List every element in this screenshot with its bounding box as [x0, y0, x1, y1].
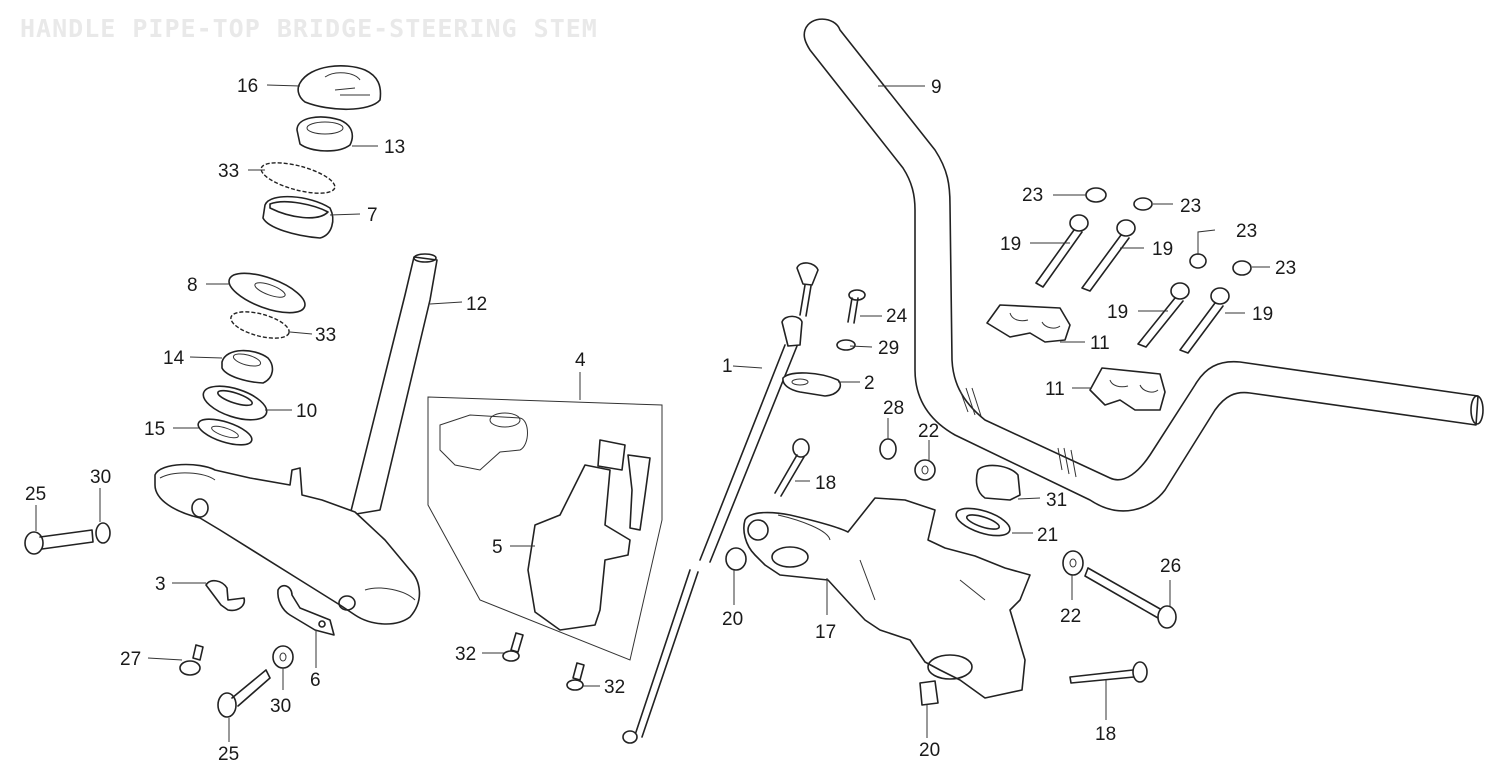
label-12: 12 [466, 294, 487, 315]
label-13: 13 [384, 137, 405, 158]
label-15: 15 [144, 419, 165, 440]
label-19c: 19 [1107, 302, 1128, 323]
part-30-washer-left[interactable] [95, 522, 111, 544]
label-26: 26 [1160, 556, 1181, 577]
label-19a: 19 [1000, 234, 1021, 255]
part-26-bolt-right[interactable] [1084, 567, 1177, 629]
label-23a: 23 [1022, 185, 1043, 206]
label-23c: 23 [1236, 221, 1257, 242]
part-5-combination-switch[interactable] [527, 439, 651, 631]
part-23-cap-1[interactable] [1085, 187, 1107, 203]
part-2-cable-holder[interactable] [782, 372, 842, 397]
part-27-screw[interactable] [179, 644, 204, 676]
diagram-title: HANDLE PIPE-TOP BRIDGE-STEERING STEM [20, 14, 598, 43]
part-25-bolt-left[interactable] [24, 529, 94, 555]
callout-labels: 16 13 33 7 8 33 14 10 15 12 25 30 3 27 6… [25, 76, 1296, 765]
label-19d: 19 [1252, 304, 1273, 325]
part-19-bolt-1[interactable] [1035, 214, 1089, 288]
label-16: 16 [237, 76, 258, 97]
label-25a: 25 [25, 484, 46, 505]
part-33-steel-balls-upper[interactable] [258, 157, 338, 200]
part-4-switch-housing[interactable] [439, 412, 528, 471]
label-9: 9 [931, 77, 942, 98]
label-30b: 30 [270, 696, 291, 717]
part-28-nut[interactable] [879, 438, 897, 460]
part-9-handle-pipe[interactable] [803, 18, 1484, 512]
part-4-switch-set-frame[interactable] [427, 396, 663, 661]
part-16-stem-nut[interactable] [297, 65, 382, 111]
part-15-washer[interactable] [195, 414, 254, 450]
label-7: 7 [367, 205, 378, 226]
label-25b: 25 [218, 744, 239, 765]
label-32b: 32 [604, 677, 625, 698]
label-20b: 20 [919, 740, 940, 761]
label-18b: 18 [1095, 724, 1116, 745]
part-22-washer-center[interactable] [914, 459, 936, 481]
part-6-stay[interactable] [277, 584, 335, 636]
part-14-bottom-cone-race[interactable] [221, 349, 274, 384]
part-13-top-cone-race[interactable] [296, 116, 354, 152]
part-29-washer-small[interactable] [836, 339, 856, 351]
part-7-top-ball-race[interactable] [262, 195, 334, 239]
part-24-bolt-small[interactable] [847, 289, 866, 324]
label-22b: 22 [1060, 606, 1081, 627]
part-18-bolt-center[interactable] [774, 438, 810, 497]
label-14: 14 [163, 348, 185, 369]
part-23-cap-2[interactable] [1133, 197, 1153, 211]
label-23d: 23 [1275, 258, 1296, 279]
part-10-bottom-ball-race[interactable] [199, 379, 270, 426]
label-27: 27 [120, 649, 141, 670]
label-10: 10 [296, 401, 317, 422]
label-4: 4 [575, 350, 586, 371]
part-20-nut-bottom[interactable] [919, 680, 939, 706]
label-3: 3 [155, 574, 166, 595]
label-11b: 11 [1045, 379, 1065, 400]
label-32a: 32 [455, 644, 476, 665]
label-6: 6 [310, 670, 321, 691]
label-11a: 11 [1090, 333, 1110, 354]
label-21: 21 [1037, 525, 1058, 546]
part-20-nut-left[interactable] [725, 547, 747, 571]
label-1: 1 [722, 356, 733, 377]
part-11-handle-holder-upper-1[interactable] [986, 304, 1071, 343]
part-23-cap-4[interactable] [1232, 260, 1252, 276]
part-32-screw-right[interactable] [566, 662, 585, 691]
part-21-stem-washer[interactable] [953, 503, 1013, 541]
part-3-clamp[interactable] [205, 579, 246, 612]
label-24: 24 [886, 306, 908, 327]
label-31: 31 [1046, 490, 1067, 511]
label-29: 29 [878, 338, 899, 359]
label-23b: 23 [1180, 196, 1201, 217]
part-30-washer-bottom[interactable] [272, 645, 294, 669]
part-11-handle-holder-upper-2[interactable] [1089, 367, 1166, 411]
part-12-steering-stem[interactable] [349, 253, 438, 516]
part-17-top-bridge[interactable] [743, 497, 1031, 699]
label-28: 28 [883, 398, 904, 419]
label-22a: 22 [918, 421, 939, 442]
part-33-steel-balls-lower[interactable] [228, 307, 292, 344]
label-33a: 33 [218, 161, 239, 182]
part-22-washer-right[interactable] [1062, 550, 1084, 576]
part-1-choke-cable[interactable] [622, 262, 819, 744]
part-31-cap-nut[interactable] [975, 464, 1021, 501]
label-5: 5 [492, 537, 503, 558]
part-23-cap-3[interactable] [1189, 253, 1207, 269]
part-19-bolt-2[interactable] [1081, 219, 1136, 292]
label-33b: 33 [315, 325, 336, 346]
lower-bracket-assembly[interactable] [154, 463, 421, 625]
part-19-bolt-3[interactable] [1137, 282, 1190, 348]
label-20a: 20 [722, 609, 743, 630]
part-25-bolt-bottom[interactable] [217, 669, 271, 718]
label-8: 8 [187, 275, 198, 296]
part-18-bolt-bottom-right[interactable] [1069, 661, 1148, 684]
part-32-screw-left[interactable] [502, 632, 524, 662]
label-30a: 30 [90, 467, 111, 488]
part-19-bolt-4[interactable] [1179, 287, 1230, 354]
label-2: 2 [864, 373, 875, 394]
label-18a: 18 [815, 473, 836, 494]
label-19b: 19 [1152, 239, 1173, 260]
label-17: 17 [815, 622, 836, 643]
part-8-dust-seal[interactable] [224, 265, 309, 321]
leader-lines [35, 84, 1270, 742]
